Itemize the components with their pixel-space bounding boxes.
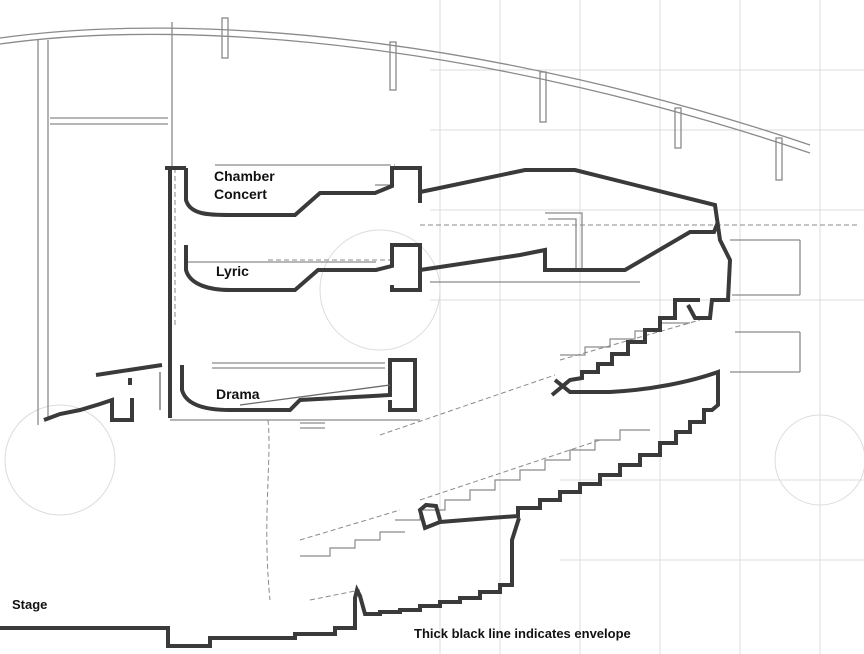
lyric-label: Lyric bbox=[216, 263, 249, 279]
stage-label: Stage bbox=[12, 597, 48, 612]
background-grid bbox=[4, 0, 864, 654]
structure-lines bbox=[0, 17, 811, 429]
drama-rake bbox=[159, 372, 391, 410]
drama-label: Drama bbox=[216, 386, 260, 402]
secondary-tiers bbox=[300, 322, 690, 557]
envelope bbox=[0, 166, 733, 648]
dashed-lines bbox=[174, 164, 860, 601]
envelope-caption: Thick black line indicates envelope bbox=[414, 626, 631, 641]
chamber-label-line2: Concert bbox=[214, 186, 267, 202]
chamber-label-line1: Chamber bbox=[214, 168, 275, 184]
